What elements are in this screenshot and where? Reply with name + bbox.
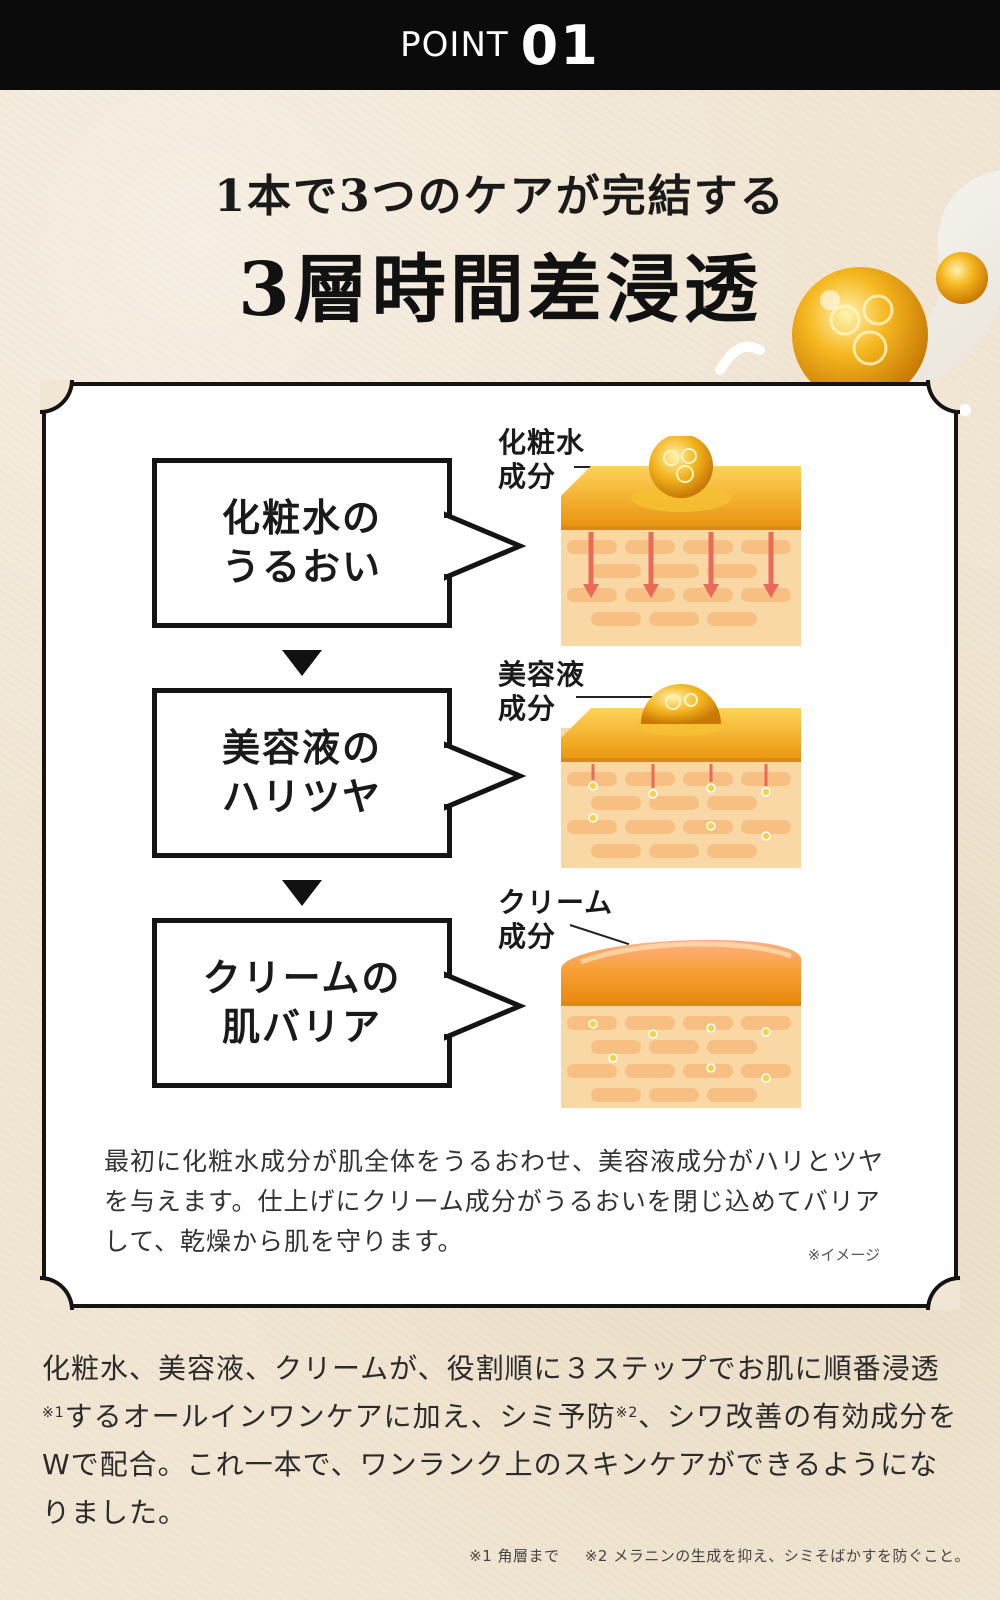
- footnote-1: ※1 角層まで: [469, 1547, 560, 1565]
- card-corner: [926, 1276, 960, 1310]
- speech-pointer: [444, 741, 527, 811]
- speech-pointer: [444, 511, 527, 581]
- skin-layer-illustration-lotion: [561, 436, 801, 646]
- ingredient-label-lotion: 化粧水 成分: [498, 426, 586, 493]
- heading-subtitle: 1本で3つのケアが完結する: [214, 171, 786, 222]
- point-label: POINT: [400, 25, 509, 65]
- ingredient-label-cream: クリーム 成分: [498, 886, 614, 953]
- footnote-2: ※2 メラニンの生成を抑え、シミそばかすを防ぐこと。: [584, 1547, 970, 1565]
- skin-layer-illustration-cream: [561, 939, 801, 1108]
- heading-title: 3層時間差浸透: [238, 247, 762, 333]
- footnote-ref-1: ※1: [42, 1405, 65, 1421]
- step-label-line2: ハリツヤ: [221, 775, 382, 819]
- step-box-lotion: 化粧水の うるおい: [152, 458, 452, 628]
- body-paragraph: 化粧水、美容液、クリームが、役割順に３ステップでお肌に順番浸透※1するオールイン…: [42, 1352, 958, 1529]
- ingredient-label-serum: 美容液 成分: [498, 658, 586, 725]
- image-note: ※イメージ: [807, 1246, 880, 1264]
- skin-layer-illustration-serum: [561, 684, 801, 868]
- step-label-line2: うるおい: [221, 545, 382, 589]
- step-label-line2: 肌バリア: [221, 1005, 382, 1049]
- card-corner: [926, 380, 960, 414]
- leader-line: [576, 696, 656, 698]
- step-label-line1: 化粧水の: [221, 495, 382, 540]
- steps-card: 化粧水の うるおい 美容液の ハリツヤ クリームの 肌バリア 化粧水 成分 美容…: [40, 380, 960, 1310]
- footnotes: ※1 角層まで ※2 メラニンの生成を抑え、シミそばかすを防ぐこと。: [469, 1545, 970, 1566]
- card-corner: [40, 1276, 74, 1310]
- footnote-ref-2: ※2: [615, 1405, 639, 1421]
- speech-pointer: [444, 971, 527, 1041]
- down-arrow-icon: [282, 880, 322, 906]
- card-corner: [40, 380, 74, 414]
- step-label-line1: 美容液の: [221, 725, 382, 770]
- card-description: 最初に化粧水成分が肌全体をうるおわせ、美容液成分がハリとツヤを与えます。仕上げに…: [104, 1147, 885, 1256]
- point-header: POINT 01: [0, 0, 1000, 90]
- point-number: 01: [520, 13, 600, 77]
- step-box-serum: 美容液の ハリツヤ: [152, 688, 452, 858]
- down-arrow-icon: [282, 650, 322, 676]
- step-box-cream: クリームの 肌バリア: [152, 918, 452, 1088]
- step-label-line1: クリームの: [202, 955, 402, 1000]
